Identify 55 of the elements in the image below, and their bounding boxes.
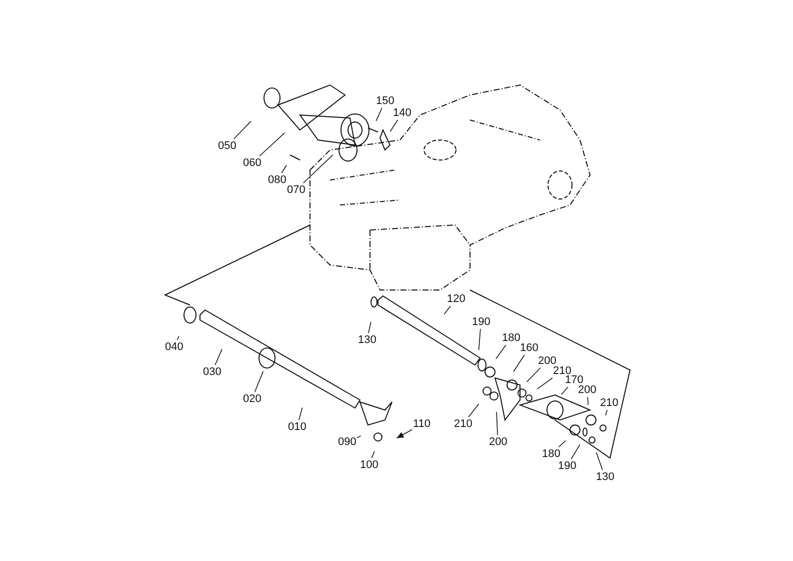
callout-number: 130 [596, 471, 614, 483]
leader-line [281, 165, 287, 174]
leader-line [478, 328, 481, 350]
leader-line [561, 386, 568, 395]
callout-number: 190 [472, 316, 490, 328]
callout-number: 100 [360, 459, 378, 471]
callout-number: 070 [287, 184, 306, 196]
leader-line [496, 412, 498, 436]
leader-line [376, 108, 382, 122]
callout-number: 010 [288, 421, 306, 433]
callout-number: 110 [413, 418, 431, 430]
leader-line [468, 404, 480, 418]
callout-number: 020 [243, 393, 262, 405]
leader-line [496, 344, 506, 360]
leader-line [371, 450, 375, 458]
callout-number: 200 [538, 355, 556, 367]
callout-number: 210 [454, 418, 472, 430]
leader-line [513, 354, 525, 372]
callout-number: 170 [565, 374, 584, 386]
leader-line [596, 452, 603, 470]
leader-line [390, 120, 398, 132]
callout-number: 120 [447, 293, 466, 305]
leader-line [368, 321, 372, 334]
leader-line [570, 444, 580, 460]
leader-line [558, 440, 566, 448]
callout-number: 210 [600, 397, 618, 409]
leader-line [214, 348, 222, 366]
leader-line [259, 132, 286, 156]
leader-line [444, 306, 451, 314]
leader-line [356, 436, 362, 438]
callout-number: 090 [338, 436, 356, 448]
callout-number: 150 [376, 95, 394, 107]
callout-number: 180 [502, 332, 520, 344]
callout-number: 130 [358, 334, 376, 346]
leader-line [298, 407, 303, 420]
leader-line [536, 378, 553, 390]
leader-line [302, 154, 334, 184]
leader-line [605, 410, 608, 416]
callout-number: 050 [218, 140, 236, 152]
leader-line [587, 396, 589, 406]
leader-line [396, 429, 412, 438]
callout-number: 180 [542, 448, 560, 460]
callout-number: 080 [268, 174, 286, 186]
callout-number: 160 [520, 342, 538, 354]
callout-number: 140 [393, 107, 412, 119]
leader-line [233, 120, 252, 140]
callout-number: 200 [489, 436, 508, 448]
callout-number: 040 [165, 341, 184, 353]
callout-number: 200 [578, 384, 596, 396]
callout-number: 060 [243, 157, 262, 169]
callout-number: 030 [203, 366, 222, 378]
leader-line [176, 336, 180, 340]
leader-line [254, 370, 264, 392]
callout-number: 190 [558, 460, 576, 472]
leader-line [526, 368, 541, 382]
